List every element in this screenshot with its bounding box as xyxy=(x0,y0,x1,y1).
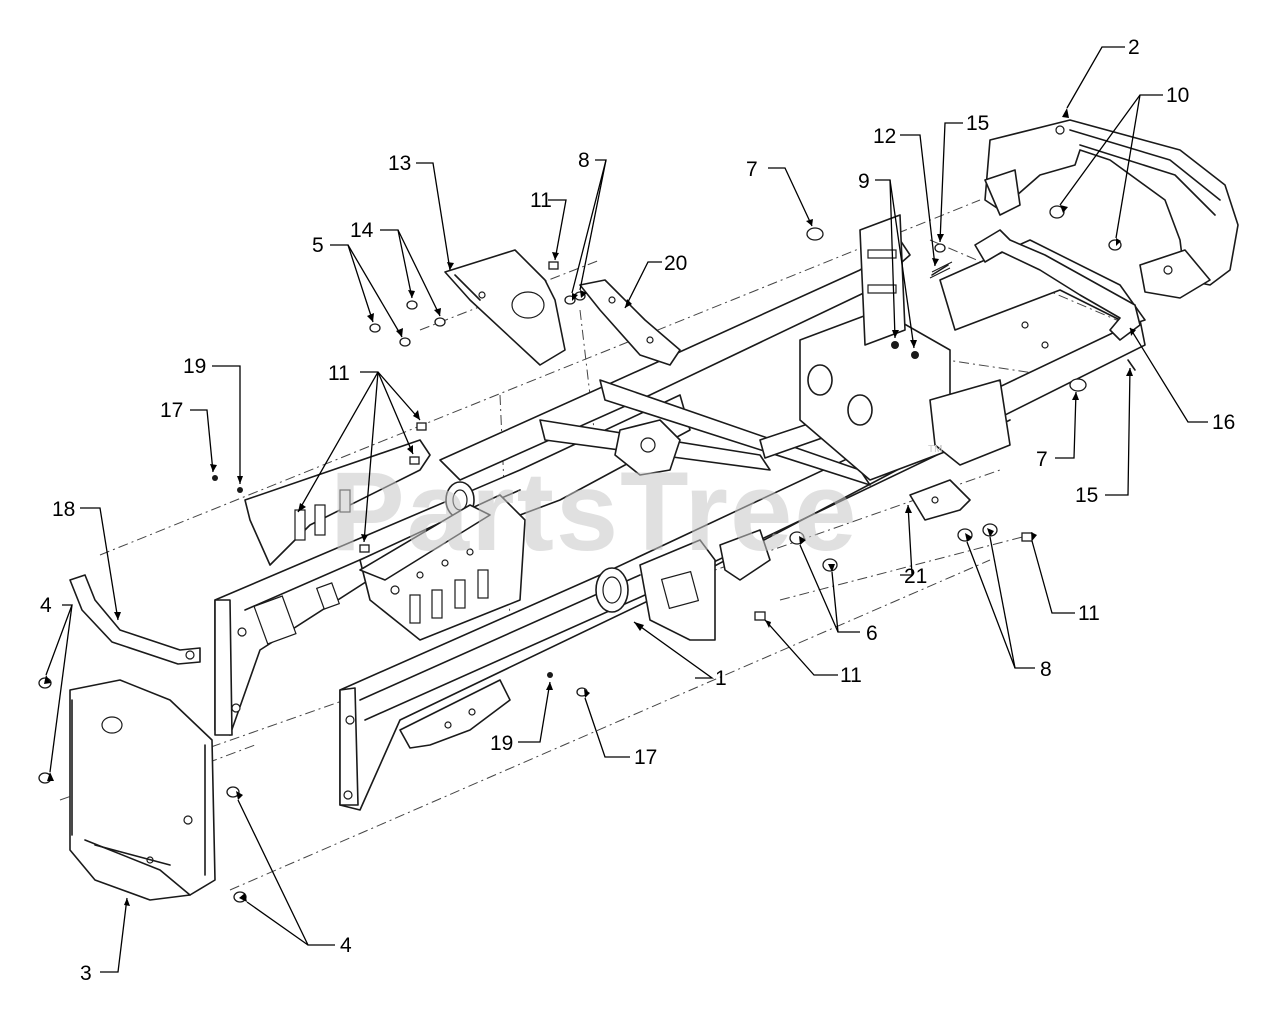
watermark-text: PartsTree xyxy=(330,449,859,574)
callout-2[interactable]: 2 xyxy=(1128,36,1140,59)
callout-15-lower[interactable]: 15 xyxy=(1075,484,1098,507)
watermark-tm: TM xyxy=(928,444,942,455)
callout-17-lower[interactable]: 17 xyxy=(634,746,657,769)
callout-18[interactable]: 18 xyxy=(52,498,75,521)
rear-hitch-part-16[interactable] xyxy=(974,229,1141,341)
callout-12[interactable]: 12 xyxy=(873,125,896,148)
callout-7-upper[interactable]: 7 xyxy=(746,158,758,181)
callout-9[interactable]: 9 xyxy=(858,170,870,193)
callout-11-top[interactable]: 11 xyxy=(530,189,552,212)
callout-15-upper[interactable]: 15 xyxy=(966,112,989,135)
callout-5[interactable]: 5 xyxy=(312,234,324,257)
rear-bumper-part-2[interactable] xyxy=(984,119,1239,299)
main-frame-part-1[interactable] xyxy=(214,214,1146,811)
callout-8-lower[interactable]: 8 xyxy=(1040,658,1052,681)
callout-8-upper[interactable]: 8 xyxy=(578,149,590,172)
bracket-part-21[interactable] xyxy=(909,479,971,521)
callout-4-bottom[interactable]: 4 xyxy=(340,934,352,957)
callout-11-left[interactable]: 11 xyxy=(328,362,350,385)
hardware-fasteners xyxy=(38,205,1136,903)
callout-11-right[interactable]: 11 xyxy=(1078,602,1100,625)
callout-6[interactable]: 6 xyxy=(866,622,878,645)
callout-7-lower[interactable]: 7 xyxy=(1036,448,1048,471)
front-plate-part-3[interactable] xyxy=(69,679,216,901)
callout-14[interactable]: 14 xyxy=(350,219,374,242)
leader-lines xyxy=(45,46,1208,973)
callout-4-left[interactable]: 4 xyxy=(40,594,52,617)
callout-13[interactable]: 13 xyxy=(388,152,411,175)
callout-10[interactable]: 10 xyxy=(1166,84,1189,107)
callout-11-center[interactable]: 11 xyxy=(840,664,862,687)
callout-19-lower[interactable]: 19 xyxy=(490,732,513,755)
callout-3[interactable]: 3 xyxy=(80,962,92,985)
seat-plate-part-13[interactable] xyxy=(444,249,566,366)
front-support-bar-part-18[interactable] xyxy=(69,574,201,665)
bracket-part-20[interactable] xyxy=(579,279,681,366)
callout-20[interactable]: 20 xyxy=(664,252,687,275)
watermark: PartsTree TM xyxy=(330,444,942,574)
callout-19-left[interactable]: 19 xyxy=(183,355,206,378)
callout-21[interactable]: 21 xyxy=(904,565,927,588)
callout-1[interactable]: 1 xyxy=(715,667,727,690)
leader-arrowheads xyxy=(44,108,1136,906)
callout-17-left[interactable]: 17 xyxy=(160,399,183,422)
callout-labels: 1 2 3 4 4 5 6 7 7 8 8 9 10 11 11 11 11 1… xyxy=(40,36,1235,985)
callout-16[interactable]: 16 xyxy=(1212,411,1235,434)
